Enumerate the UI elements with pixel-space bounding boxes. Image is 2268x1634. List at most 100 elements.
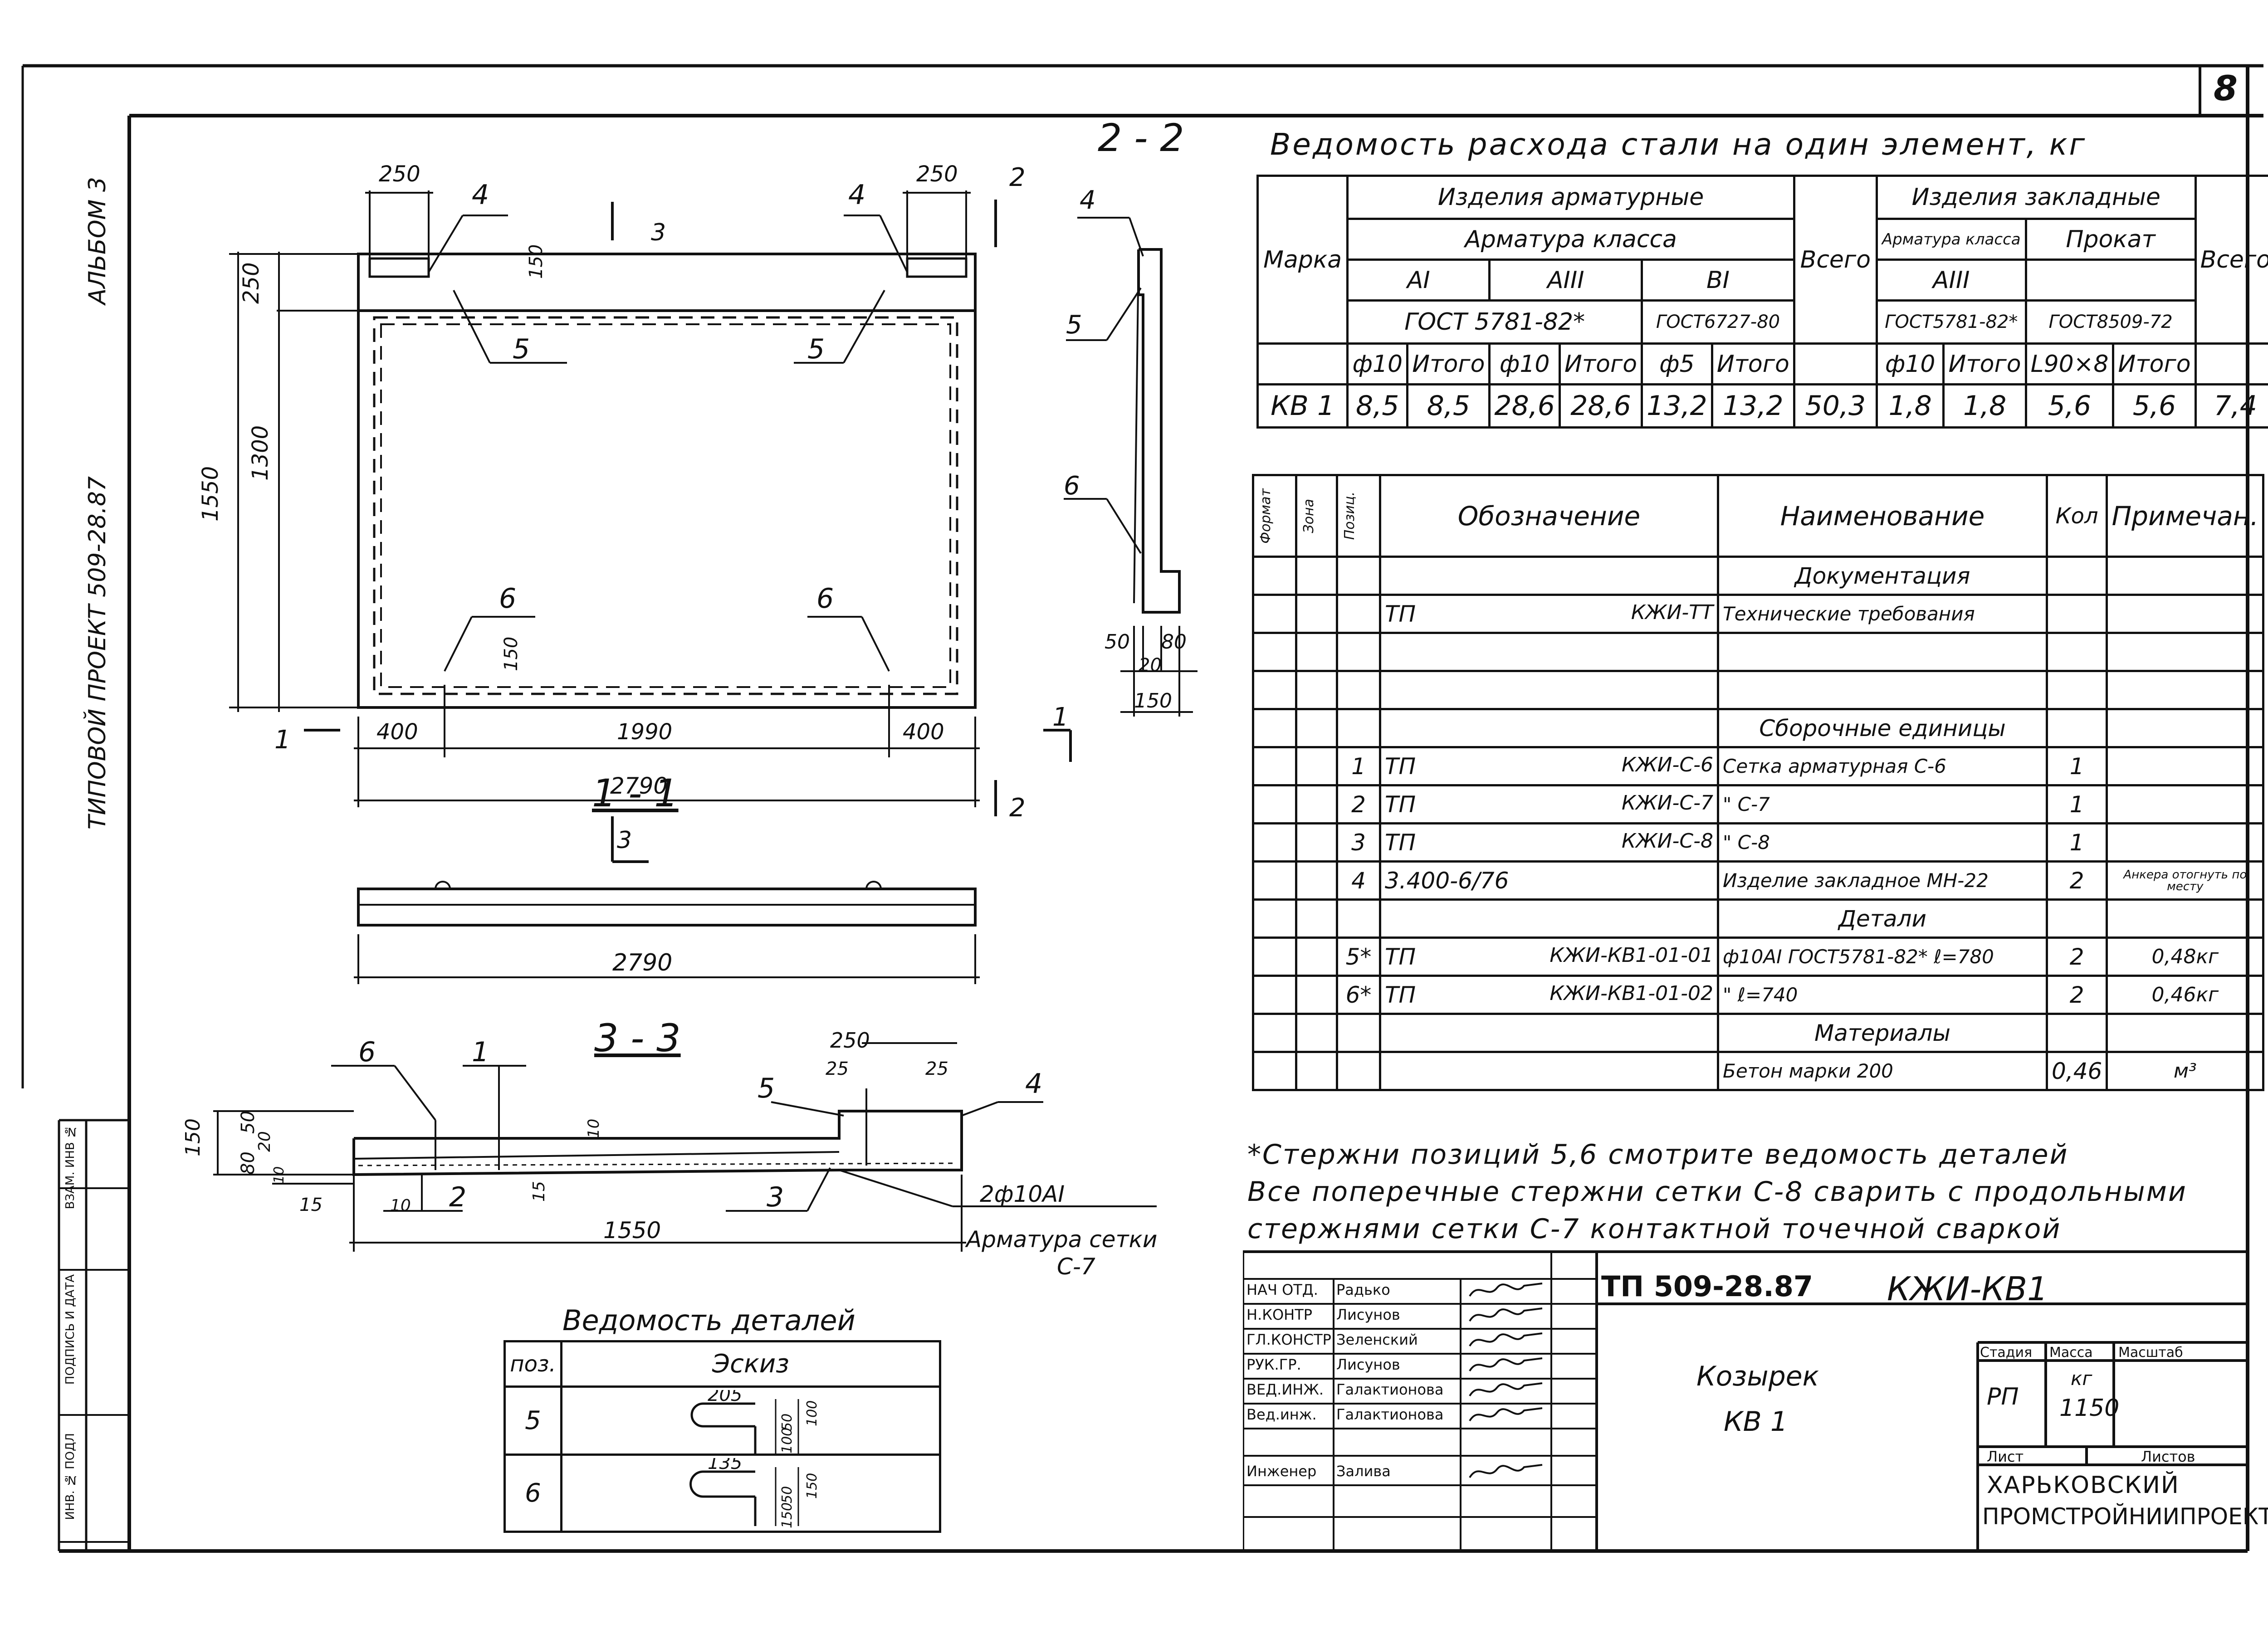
s33-dim-50: 50 [238, 1111, 259, 1134]
s22-dim-50: 50 [1105, 630, 1130, 654]
h-zone: Зона [1301, 498, 1317, 533]
sheet-number: 8 [2214, 68, 2238, 108]
section-2-2-drawing: 4 5 6 50 80 20 150 [1064, 185, 1198, 717]
s33-dim-10-a: 10 [585, 1119, 603, 1138]
detail-pos: 6 [503, 1454, 562, 1533]
mass-value: 1150 [2059, 1395, 2120, 1422]
signature-scribble [1469, 1407, 1543, 1422]
row-cell: 13,2 [1711, 383, 1795, 429]
pos-5-left: 5 [513, 333, 530, 365]
spec-code-prefix: 3.400-6/76 [1385, 867, 1509, 894]
detail-5-sketch: 205 50 100 100 [690, 1390, 820, 1453]
spec-note [2106, 1013, 2265, 1053]
spec-note: 0,46кг [2106, 975, 2265, 1015]
row-cell: 7,4 [2194, 383, 2268, 429]
signature-scribble [1469, 1382, 1543, 1397]
spec-designation [1379, 1013, 1719, 1053]
s33-dim-15-a: 15 [299, 1195, 323, 1215]
tb-person: Галактионова [1336, 1406, 1444, 1423]
spec-name: Изделие закладное МН-22 [1717, 860, 2048, 901]
tb-person: Лисунов [1336, 1306, 1400, 1323]
detail-6-c: 150 [804, 1473, 820, 1499]
doc-code-2: КЖИ-КВ1 [1887, 1270, 2048, 1308]
spec-note [2106, 556, 2265, 596]
h-mark: Марка [1256, 175, 1349, 345]
row-cell: 5,6 [2024, 383, 2115, 429]
spec-pos [1336, 670, 1381, 710]
sheet-header: Лист [1987, 1448, 2024, 1465]
h-gost-5781: ГОСТ 5781-82* [1346, 299, 1643, 345]
spec-code-prefix: ТП [1385, 981, 1416, 1008]
spec-pos: 3 [1336, 822, 1381, 863]
spec-designation: 3.400-6/76 [1379, 860, 1719, 901]
spec-code: КЖИ-С-7 [1621, 791, 1713, 815]
s33-dim-250: 250 [830, 1028, 870, 1053]
tb-role: НАЧ ОТД. [1246, 1281, 1318, 1298]
s22-dim-80: 80 [1161, 630, 1187, 654]
spec-note [2106, 632, 2265, 672]
row-cell: 1,8 [1875, 383, 1945, 429]
s33-pos-6: 6 [358, 1036, 376, 1068]
spec-qty [2045, 898, 2108, 939]
s11-dim-2790: 2790 [612, 949, 672, 976]
cut-2-top: 2 [1009, 163, 1026, 192]
spec-qty: 1 [2045, 746, 2108, 786]
h-designation: Обозначение [1379, 474, 1719, 558]
s33-note-mesh: Арматура сетки [965, 1226, 1157, 1253]
s33-pos-2: 2 [449, 1181, 466, 1213]
album-label: АЛЬБОМ 3 [84, 177, 111, 305]
spec-note [2106, 594, 2265, 634]
tb-role: РУК.ГР. [1246, 1356, 1301, 1373]
spec-note [2106, 670, 2265, 710]
details-table: поз. Эскиз 5 205 50 100 100 [503, 1340, 941, 1533]
cut-3-top: 3 [651, 219, 666, 246]
h-arm-products: Изделия арматурные [1346, 175, 1795, 220]
s22-dim-20: 20 [1139, 655, 1162, 676]
dim-1300: 1300 [248, 425, 273, 481]
spec-row: Сборочные единицы [1252, 708, 2265, 748]
spec-pos: 1 [1336, 746, 1381, 786]
h-class-bi: ВI [1641, 259, 1795, 302]
sheets-header: Листов [2141, 1448, 2195, 1465]
spec-qty [2045, 632, 2108, 672]
spec-pos [1336, 708, 1381, 748]
detail-6-len: 135 [708, 1458, 742, 1473]
spec-name: " ℓ=740 [1717, 975, 2048, 1015]
spec-row [1252, 670, 2265, 710]
cut-1-right: 1 [1052, 702, 1069, 732]
dim-250-left: 250 [379, 161, 420, 187]
note-line: Все поперечные стержни сетки С-8 сварить… [1247, 1176, 2187, 1208]
tb-person: Галактионова [1336, 1381, 1444, 1398]
sub-cell: ф5 [1641, 342, 1713, 385]
spec-qty: 2 [2045, 975, 2108, 1015]
sub-cell: ф10 [1346, 342, 1409, 385]
h-total-arm: Всего [1793, 175, 1878, 345]
spec-note: 0,48кг [2106, 937, 2265, 977]
tb-role: Инженер [1246, 1463, 1317, 1480]
h-class-ai: АI [1346, 259, 1491, 302]
tb-role: ГЛ.КОНСТР [1246, 1331, 1331, 1348]
detail-5-a: 50 [779, 1414, 795, 1431]
spec-designation [1379, 1051, 1719, 1091]
s22-pos-5: 5 [1066, 310, 1082, 340]
sub-cell: ф10 [1875, 342, 1945, 385]
scale-header: Масштаб [2118, 1345, 2183, 1361]
s22-pos-6: 6 [1064, 471, 1080, 501]
spec-code-prefix: ТП [1385, 753, 1416, 780]
row-cell: 1,8 [1942, 383, 2027, 429]
sub-cell: Итого [1558, 342, 1643, 385]
h-name: Наименование [1717, 474, 2048, 558]
spec-name [1717, 632, 2048, 672]
spec-designation [1379, 632, 1719, 672]
spec-code-prefix: ТП [1385, 600, 1416, 627]
detail-5-c: 100 [804, 1400, 820, 1426]
section-2-2-title: 2 - 2 [1098, 116, 1184, 160]
spec-name: " С-8 [1717, 822, 2048, 863]
stamp-inv-label: ИНВ. № ПОДЛ [64, 1433, 77, 1520]
spec-pos [1336, 594, 1381, 634]
notes: *Стержни позиций 5,6 смотрите ведомость … [1247, 1136, 2187, 1248]
h-format: Формат [1258, 488, 1274, 544]
